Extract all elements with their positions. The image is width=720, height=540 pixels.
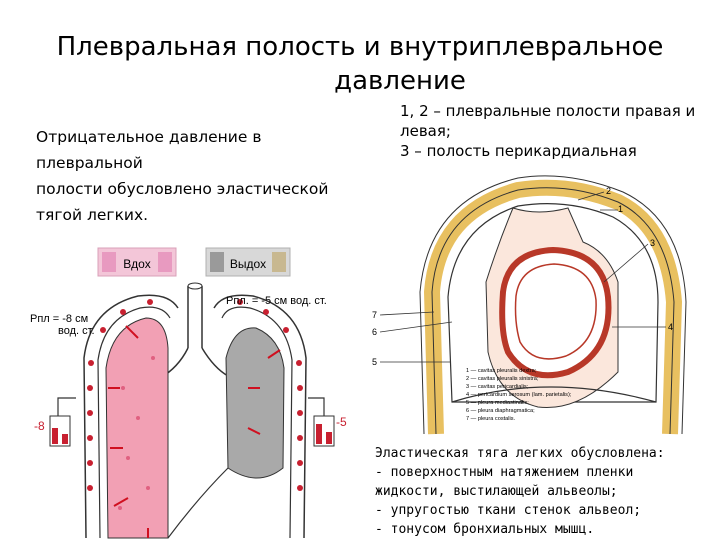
section-legend-line: 6 — pleura diaphragmatica; xyxy=(466,408,535,414)
title-line-1: Плевральная полость и внутриплевральное xyxy=(56,32,664,62)
elastic-recoil-text: Эластическая тяга легких обусловлена: - … xyxy=(375,444,720,539)
ppl-left-label: Рпл = -8 см xyxy=(30,313,88,325)
left-text-line: полости обусловлено эластической xyxy=(36,180,329,198)
right-manometer xyxy=(308,397,335,447)
ppl-left-unit: вод. ст. xyxy=(58,325,95,337)
inhale-box: Вдох xyxy=(97,247,177,277)
manometer-right-value: -5 xyxy=(336,415,347,429)
cavity-legend: 1, 2 – плевральные полости правая и лева… xyxy=(400,101,720,161)
section-legend-line: 4 — pericardium serosum (lam. parietalis… xyxy=(466,392,572,398)
exhale-label: Выдох xyxy=(230,257,266,271)
exhale-lung xyxy=(225,327,285,479)
inhale-lung xyxy=(105,317,169,539)
elastic-recoil-line: - тонусом бронхиальных мышц. xyxy=(375,522,595,537)
inhale-label: Вдох xyxy=(123,257,150,271)
section-number: 6 xyxy=(372,327,377,337)
elastic-recoil-line: жидкости, выстилающей альвеолы; xyxy=(375,484,618,499)
elastic-recoil-line: Эластическая тяга легких обусловлена: xyxy=(375,446,665,461)
elastic-recoil-line: - упругостью ткани стенок альвеол; xyxy=(375,503,642,518)
section-legend-line: 1 — cavitas pleuralis dextra; xyxy=(466,368,537,374)
cavity-legend-line: 1, 2 – плевральные полости правая и xyxy=(400,102,696,120)
left-manometer xyxy=(49,397,76,447)
negative-pressure-text: Отрицательное давление в плевральной пол… xyxy=(36,124,346,228)
inhale-arrows xyxy=(108,325,149,538)
section-number: 7 xyxy=(372,310,377,320)
section-legend-line: 2 — cavitas pleuralis sinistra; xyxy=(466,376,539,382)
ppl-right-label: Рпл. = -5 см вод. ст. xyxy=(226,295,327,307)
section-number: 1 xyxy=(618,204,623,214)
title-line-2: давление xyxy=(334,66,466,96)
lung-pressure-diagram: Вдох Выдох Рпл = -8 см вод. xyxy=(28,238,353,540)
section-number: 4 xyxy=(668,322,673,332)
section-number: 3 xyxy=(650,238,655,248)
right-pleura-dots xyxy=(237,299,303,491)
cavity-legend-line: левая; xyxy=(400,122,451,140)
elastic-recoil-line: - поверхностным натяжением пленки xyxy=(375,465,634,480)
section-number: 2 xyxy=(606,186,611,196)
cavity-legend-line: 3 – полость перикардиальная xyxy=(400,142,637,160)
section-legend: 1 — cavitas pleuralis dextra; 2 — cavita… xyxy=(466,368,572,422)
left-text-line: Отрицательное давление в плевральной xyxy=(36,128,262,172)
section-legend-line: 5 — pleura mediastinalis; xyxy=(466,400,529,406)
section-number: 5 xyxy=(372,357,377,367)
thorax-section-diagram: 1 2 3 4 5 6 7 1 — cavitas pleuralis dext… xyxy=(368,172,718,437)
section-legend-line: 3 — cavitas pericardialis; xyxy=(466,384,529,390)
section-legend-line: 7 — pleura costalis. xyxy=(466,416,516,422)
exhale-box: Выдох xyxy=(205,247,291,277)
left-pleura-dots xyxy=(87,299,153,491)
left-text-line: тягой легких. xyxy=(36,206,149,224)
exhale-arrows xyxy=(247,349,281,435)
slide-title: Плевральная полость и внутриплевральное … xyxy=(40,30,680,98)
manometer-left-value: -8 xyxy=(34,419,45,433)
